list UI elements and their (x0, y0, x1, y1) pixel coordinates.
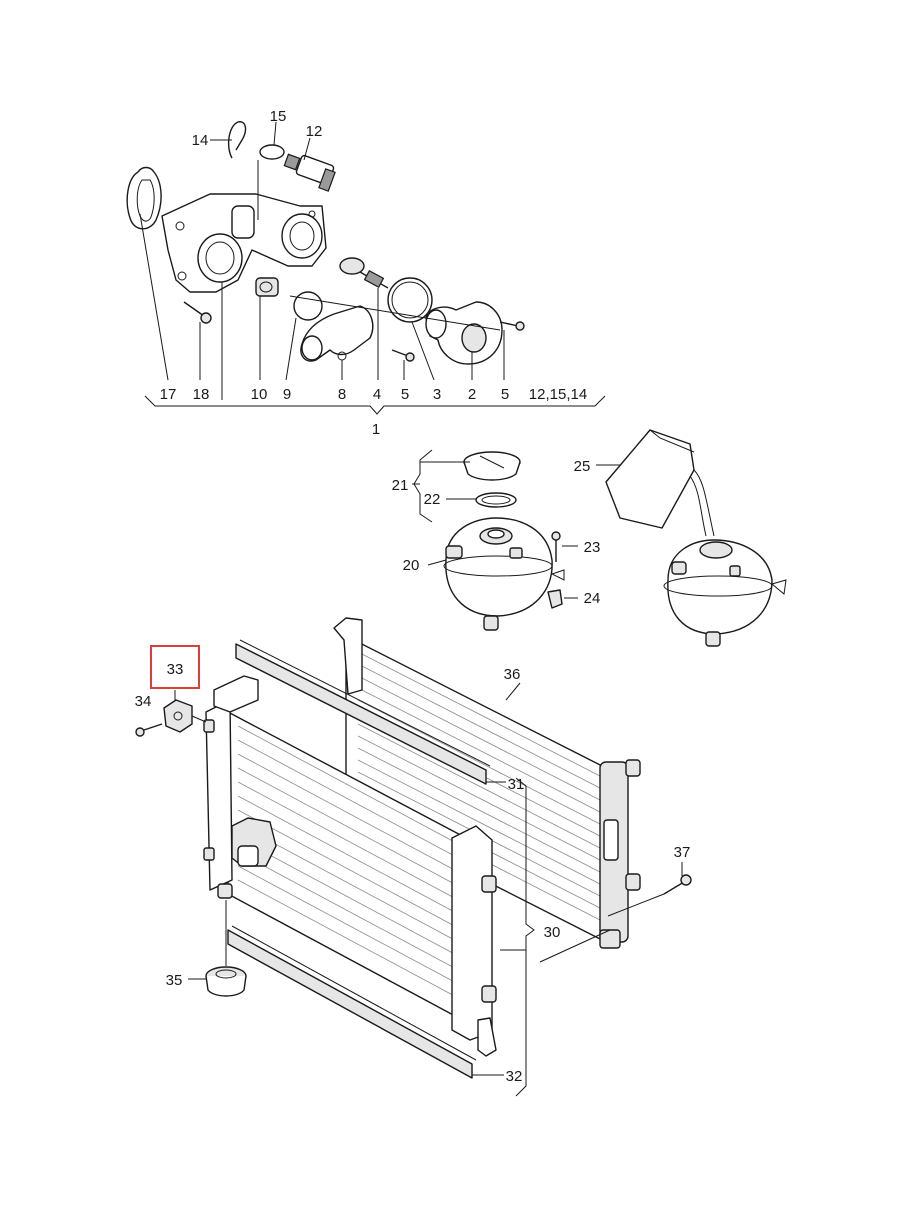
callout-10: 10 (251, 386, 268, 403)
callout-34: 34 (135, 693, 152, 710)
callout-23: 23 (584, 539, 601, 556)
bolt-5a (391, 349, 415, 362)
callout-14: 14 (192, 132, 209, 149)
callout-15: 15 (270, 108, 287, 125)
mount-bracket-33 (163, 690, 207, 733)
callout-20: 20 (403, 557, 420, 574)
pump-shaft-4 (339, 257, 389, 289)
rubber-mount-35 (188, 900, 247, 997)
callout-33-highlight (150, 645, 200, 689)
o-ring-9 (293, 291, 323, 321)
callout-31: 31 (508, 776, 525, 793)
temp-sensor-12 (283, 153, 336, 192)
callout-17: 17 (160, 386, 177, 403)
reservoir-25 (605, 429, 695, 529)
fitting-10 (255, 277, 279, 297)
cap-21 (463, 451, 521, 481)
callout-labels: 15 12 14 17 18 10 9 8 4 5 3 2 5 12,15,14… (135, 108, 691, 1085)
callout-21: 21 (392, 477, 409, 494)
screw-34 (135, 723, 163, 737)
o-ring-3 (387, 277, 433, 323)
clip-24 (547, 589, 563, 609)
callout-5b: 5 (501, 386, 509, 403)
callout-8: 8 (338, 386, 346, 403)
callout-12: 12 (306, 123, 323, 140)
seal-strip-31 (235, 639, 506, 785)
condenser-36 (333, 617, 641, 949)
callout-9: 9 (283, 386, 291, 403)
coolant-flange-assembly (126, 121, 606, 415)
clip-14 (227, 121, 247, 159)
pump-housing-2 (425, 301, 503, 365)
callout-35: 35 (166, 972, 183, 989)
bolt-5b (499, 321, 525, 331)
callout-2: 2 (468, 386, 476, 403)
callout-3: 3 (433, 386, 441, 403)
callout-5a: 5 (401, 386, 409, 403)
callout-36: 36 (504, 666, 521, 683)
callout-33: 33 (167, 661, 184, 678)
callout-22: 22 (424, 491, 441, 508)
bolt-37 (607, 862, 692, 917)
callout-group-12-15-14: 12,15,14 (529, 386, 587, 403)
bracket-30 (500, 777, 611, 1097)
callout-37: 37 (674, 844, 691, 861)
bolt-18 (183, 301, 212, 324)
tank-20 (443, 517, 565, 631)
seal-22 (475, 492, 517, 508)
o-ring-15 (259, 144, 285, 160)
screw-23 (551, 531, 561, 562)
expansion-tank-assembly (412, 449, 578, 631)
callout-4: 4 (373, 386, 381, 403)
radiator-30 (203, 675, 497, 1057)
reservoir-assembly (596, 429, 787, 647)
callout-18: 18 (193, 386, 210, 403)
callout-24: 24 (584, 590, 601, 607)
callout-30: 30 (544, 924, 561, 941)
gasket-17 (126, 166, 162, 230)
callout-32: 32 (506, 1068, 523, 1085)
callout-1: 1 (372, 421, 380, 438)
callout-25: 25 (574, 458, 591, 475)
seal-strip-32 (227, 925, 504, 1079)
